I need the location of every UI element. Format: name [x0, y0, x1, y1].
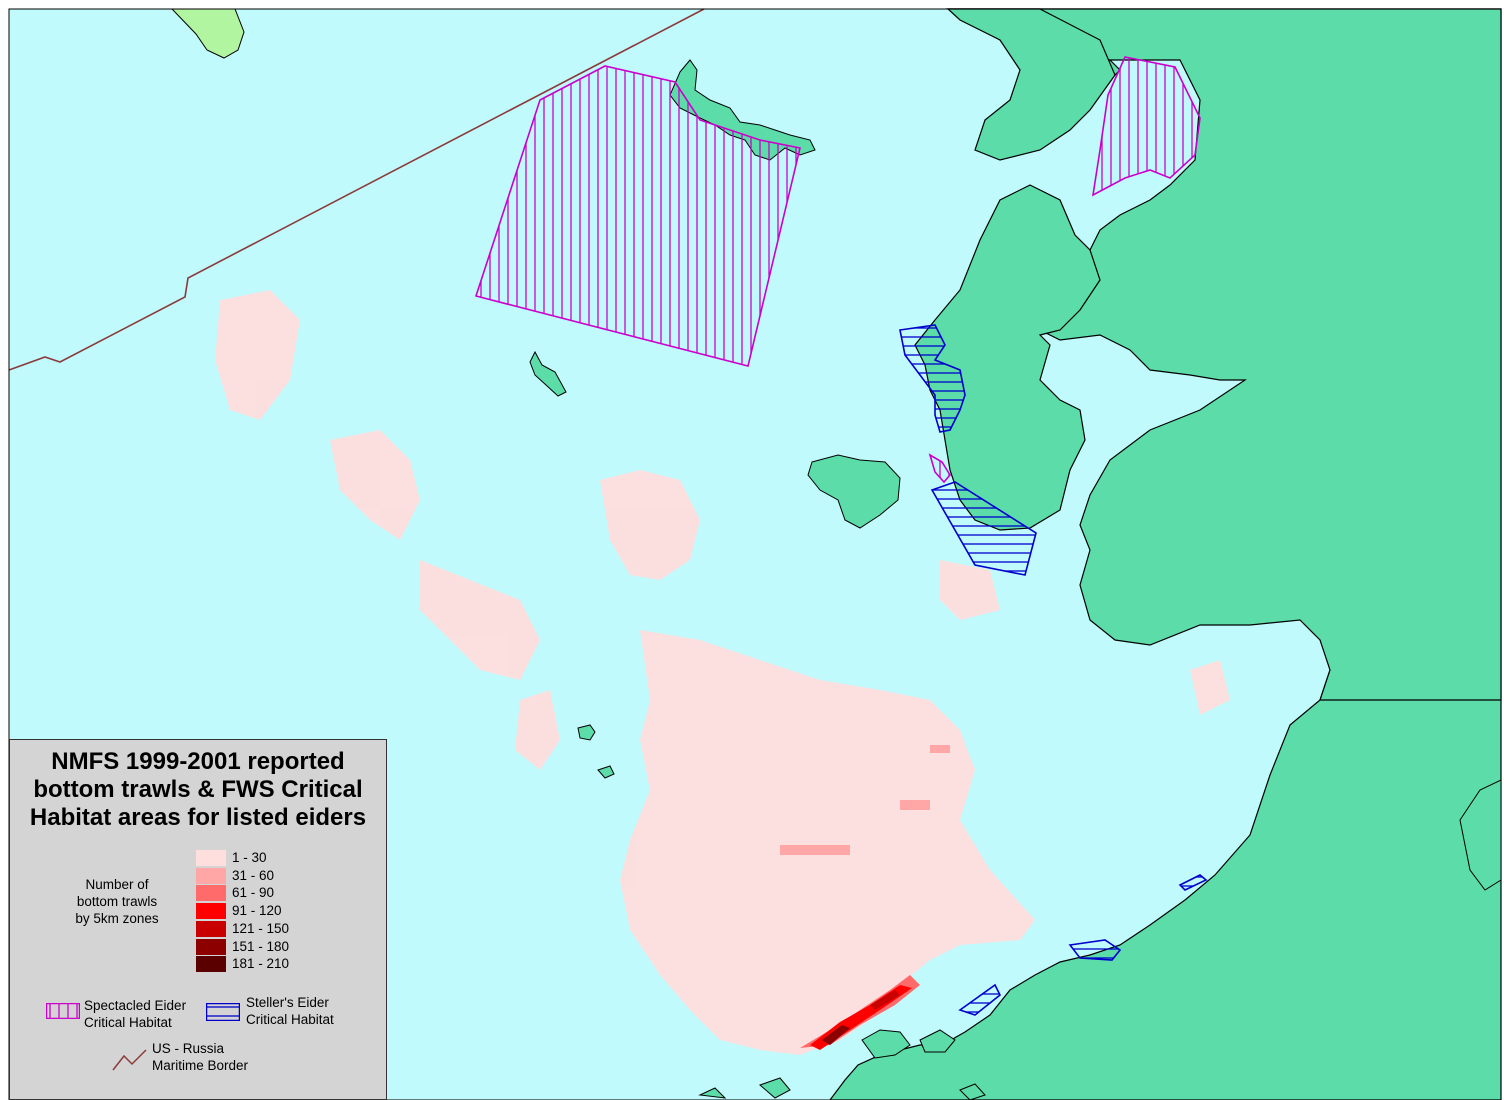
trawl-class-label: 91 - 120: [232, 903, 282, 919]
spectacled-eider-swatch-icon: [46, 1003, 80, 1019]
trawl-count-caption-line-2: bottom trawls: [76, 894, 158, 909]
stellers-eider-habitat-ykd: [930, 481, 1037, 576]
trawl-count-caption-line-1: Number of: [85, 877, 149, 892]
us-russia-maritime-border: [8, 8, 705, 371]
maritime-border-label-2: Maritime Border: [152, 1058, 249, 1073]
map-frame: [8, 8, 1502, 1100]
trawl-density-layer: [215, 290, 1230, 1055]
stellers-eider-label-2: Critical Habitat: [246, 1012, 334, 1027]
russia-land: [170, 8, 245, 59]
trawl-class-swatch: [196, 903, 226, 920]
legend-title-line-3: Habitat areas for listed eiders: [29, 804, 367, 831]
trawl-class-label: 1 - 30: [232, 850, 267, 865]
legend-item-spectacled-eider: Spectacled Eider Critical Habitat: [38, 997, 208, 1037]
maritime-border-label-1: US - Russia: [152, 1041, 225, 1056]
pribilof-island-1: [577, 724, 596, 741]
legend-item-maritime-border: US - Russia Maritime Border: [112, 1040, 312, 1080]
yukon-kuskokwim-delta: [914, 184, 1101, 531]
trawl-class-label: 181 - 210: [232, 956, 290, 972]
trawl-class-swatch: [196, 956, 226, 973]
aleutian-islands: [698, 1029, 986, 1100]
spectacled-eider-label-1: Spectacled Eider: [84, 998, 187, 1013]
trawl-class-swatch: [196, 938, 226, 955]
trawl-class-swatch: [196, 867, 226, 884]
stellers-eider-label-1: Steller's Eider: [246, 995, 329, 1010]
trawl-class-swatch: [196, 850, 226, 866]
nunivak-island: [807, 454, 901, 529]
pribilof-island-2: [597, 765, 615, 779]
trawl-count-caption-line-3: by 5km zones: [75, 911, 159, 926]
trawl-class-swatch: [196, 920, 226, 937]
trawl-class-label: 121 - 150: [232, 920, 290, 936]
stellers-eider-habitat-ykd-coast: [899, 324, 966, 433]
stellers-eider-habitat-nelson-lagoon: [958, 983, 1002, 1016]
trawl-class-label: 61 - 90: [232, 885, 275, 901]
spectacled-eider-habitat-ykd: [928, 453, 951, 484]
stellers-eider-habitat-izembek: [1068, 939, 1122, 961]
spectacled-eider-habitat-st-lawrence: [474, 65, 801, 367]
stellers-eider-habitat-seal-islands: [1178, 874, 1208, 891]
legend-title-line-1: NMFS 1999-2001 reported: [51, 748, 345, 775]
trawl-class-swatch: [196, 885, 226, 902]
spectacled-eider-habitat-ledyard-bay: [1091, 56, 1201, 197]
spectacled-eider-label-2: Critical Habitat: [84, 1015, 172, 1030]
legend-item-stellers-eider: Steller's Eider Critical Habitat: [206, 994, 376, 1034]
trawl-class-label: 31 - 60: [232, 867, 275, 883]
trawl-hotspots: [780, 745, 950, 1050]
stellers-eider-swatch-icon: [206, 1003, 240, 1021]
trawl-count-caption: Number of bottom trawls by 5km zones: [52, 876, 182, 927]
seward-peninsula-tip: [946, 8, 1116, 161]
st-matthew-island: [529, 350, 567, 397]
legend-title-line-2: bottom trawls & FWS Critical: [33, 776, 363, 803]
map-legend: NMFS 1999-2001 reported bottom trawls & …: [9, 739, 387, 1100]
legend-title: NMFS 1999-2001 reported bottom trawls & …: [10, 748, 386, 832]
trawl-class-label: 151 - 180: [232, 938, 290, 954]
maritime-border-line-icon: [112, 1049, 147, 1071]
